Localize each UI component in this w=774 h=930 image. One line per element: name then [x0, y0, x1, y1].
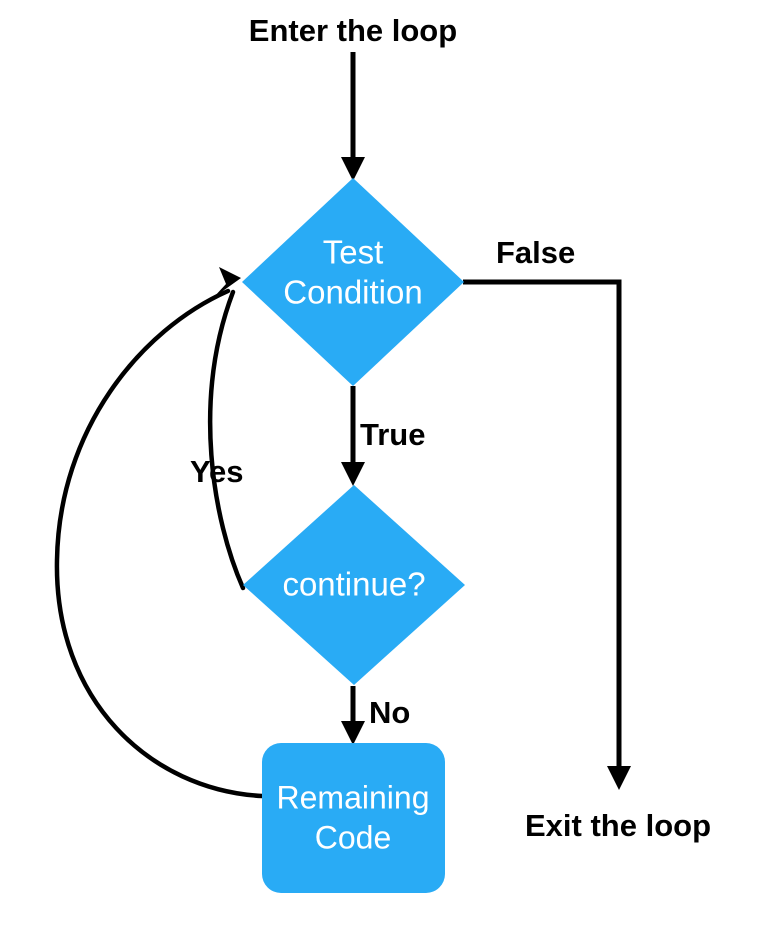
- node-continue-check[interactable]: continue?: [243, 485, 465, 685]
- edge-remaining-to-test-curve: [54, 288, 265, 799]
- edge-label-false: False: [496, 235, 575, 270]
- edge-enter-to-test-arrowhead: [341, 157, 365, 181]
- edge-enter-to-test: [341, 52, 365, 181]
- test-condition-diamond[interactable]: [242, 178, 464, 386]
- edge-label-yes: Yes: [190, 454, 243, 489]
- edge-continue-yes-to-test-curve: [207, 289, 246, 591]
- edge-test-true-to-continue-arrowhead: [341, 462, 365, 486]
- edge-remaining-to-test: [54, 288, 265, 799]
- edge-test-false-to-exit-arrowhead: [607, 766, 631, 790]
- node-test-condition[interactable]: Test Condition: [242, 178, 464, 386]
- enter-the-loop-label: Enter the loop: [249, 13, 457, 48]
- test-condition-label-line2: Condition: [283, 274, 422, 311]
- edge-label-true: True: [360, 417, 425, 452]
- edge-continue-no-to-remaining: [341, 686, 365, 745]
- edge-loopback-arrowhead: [213, 267, 241, 298]
- edge-test-false-to-exit: [463, 279, 631, 790]
- test-condition-label-line1: Test: [323, 234, 384, 271]
- remaining-code-box[interactable]: [262, 743, 445, 893]
- edge-test-false-to-exit-line: [463, 279, 622, 776]
- remaining-code-label-line1: Remaining: [277, 779, 430, 815]
- node-remaining-code[interactable]: Remaining Code: [262, 743, 445, 893]
- continue-check-diamond[interactable]: [243, 485, 465, 685]
- edge-test-true-to-continue: [341, 386, 365, 486]
- edge-continue-no-to-remaining-arrowhead: [341, 721, 365, 745]
- remaining-code-label-line2: Code: [315, 819, 392, 855]
- edge-label-no: No: [369, 695, 410, 730]
- edge-continue-yes-to-test: [207, 289, 246, 591]
- exit-the-loop-label: Exit the loop: [525, 808, 711, 843]
- continue-check-label: continue?: [282, 566, 425, 603]
